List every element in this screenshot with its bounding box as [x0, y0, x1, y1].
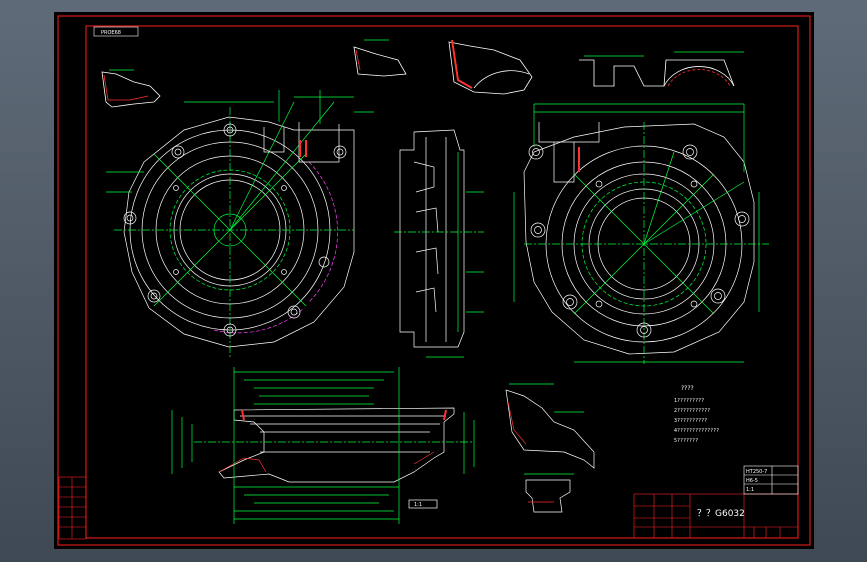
- detail-view-top-left: [101, 69, 161, 108]
- cad-drawing: PROE68: [57, 15, 811, 546]
- sheet-outer-frame: [57, 15, 811, 546]
- detail-scale-label: 1:1: [414, 502, 422, 508]
- note-line-1: 1?????????: [674, 398, 704, 404]
- detail-view-flange-arc: [448, 39, 533, 95]
- note-line-3: 3??????????: [674, 418, 707, 424]
- cad-viewport[interactable]: PROE68: [54, 12, 814, 549]
- detail-view-bottom-right-a: [505, 383, 595, 469]
- notes-heading: ????: [681, 385, 694, 392]
- revision-strip: [58, 476, 87, 540]
- spec-line-2: H6-5: [746, 478, 758, 484]
- note-line-4: 4??????????????: [674, 428, 719, 434]
- sheet-label: PROE68: [101, 30, 121, 36]
- drawing-title: ？？G6032: [697, 509, 745, 519]
- front-view: [106, 90, 374, 357]
- bottom-section-view: [171, 367, 475, 524]
- title-block: [633, 465, 799, 539]
- side-section-view: [394, 129, 484, 358]
- detail-view-top-right: [579, 51, 744, 87]
- sheet-label-box: [93, 26, 139, 37]
- detail-view-bottom-right-b: [524, 473, 574, 513]
- scale-value: 1:1: [746, 487, 754, 493]
- sheet-inner-frame: [85, 25, 799, 539]
- spec-line-1: HT250-7: [746, 469, 767, 475]
- technical-notes: ???? 1????????? 2??????????? 3??????????…: [674, 385, 719, 444]
- detail-view-top-center: [353, 39, 407, 77]
- note-line-2: 2???????????: [674, 408, 710, 414]
- note-line-5: 5???????: [674, 438, 698, 444]
- rear-view: [513, 103, 769, 364]
